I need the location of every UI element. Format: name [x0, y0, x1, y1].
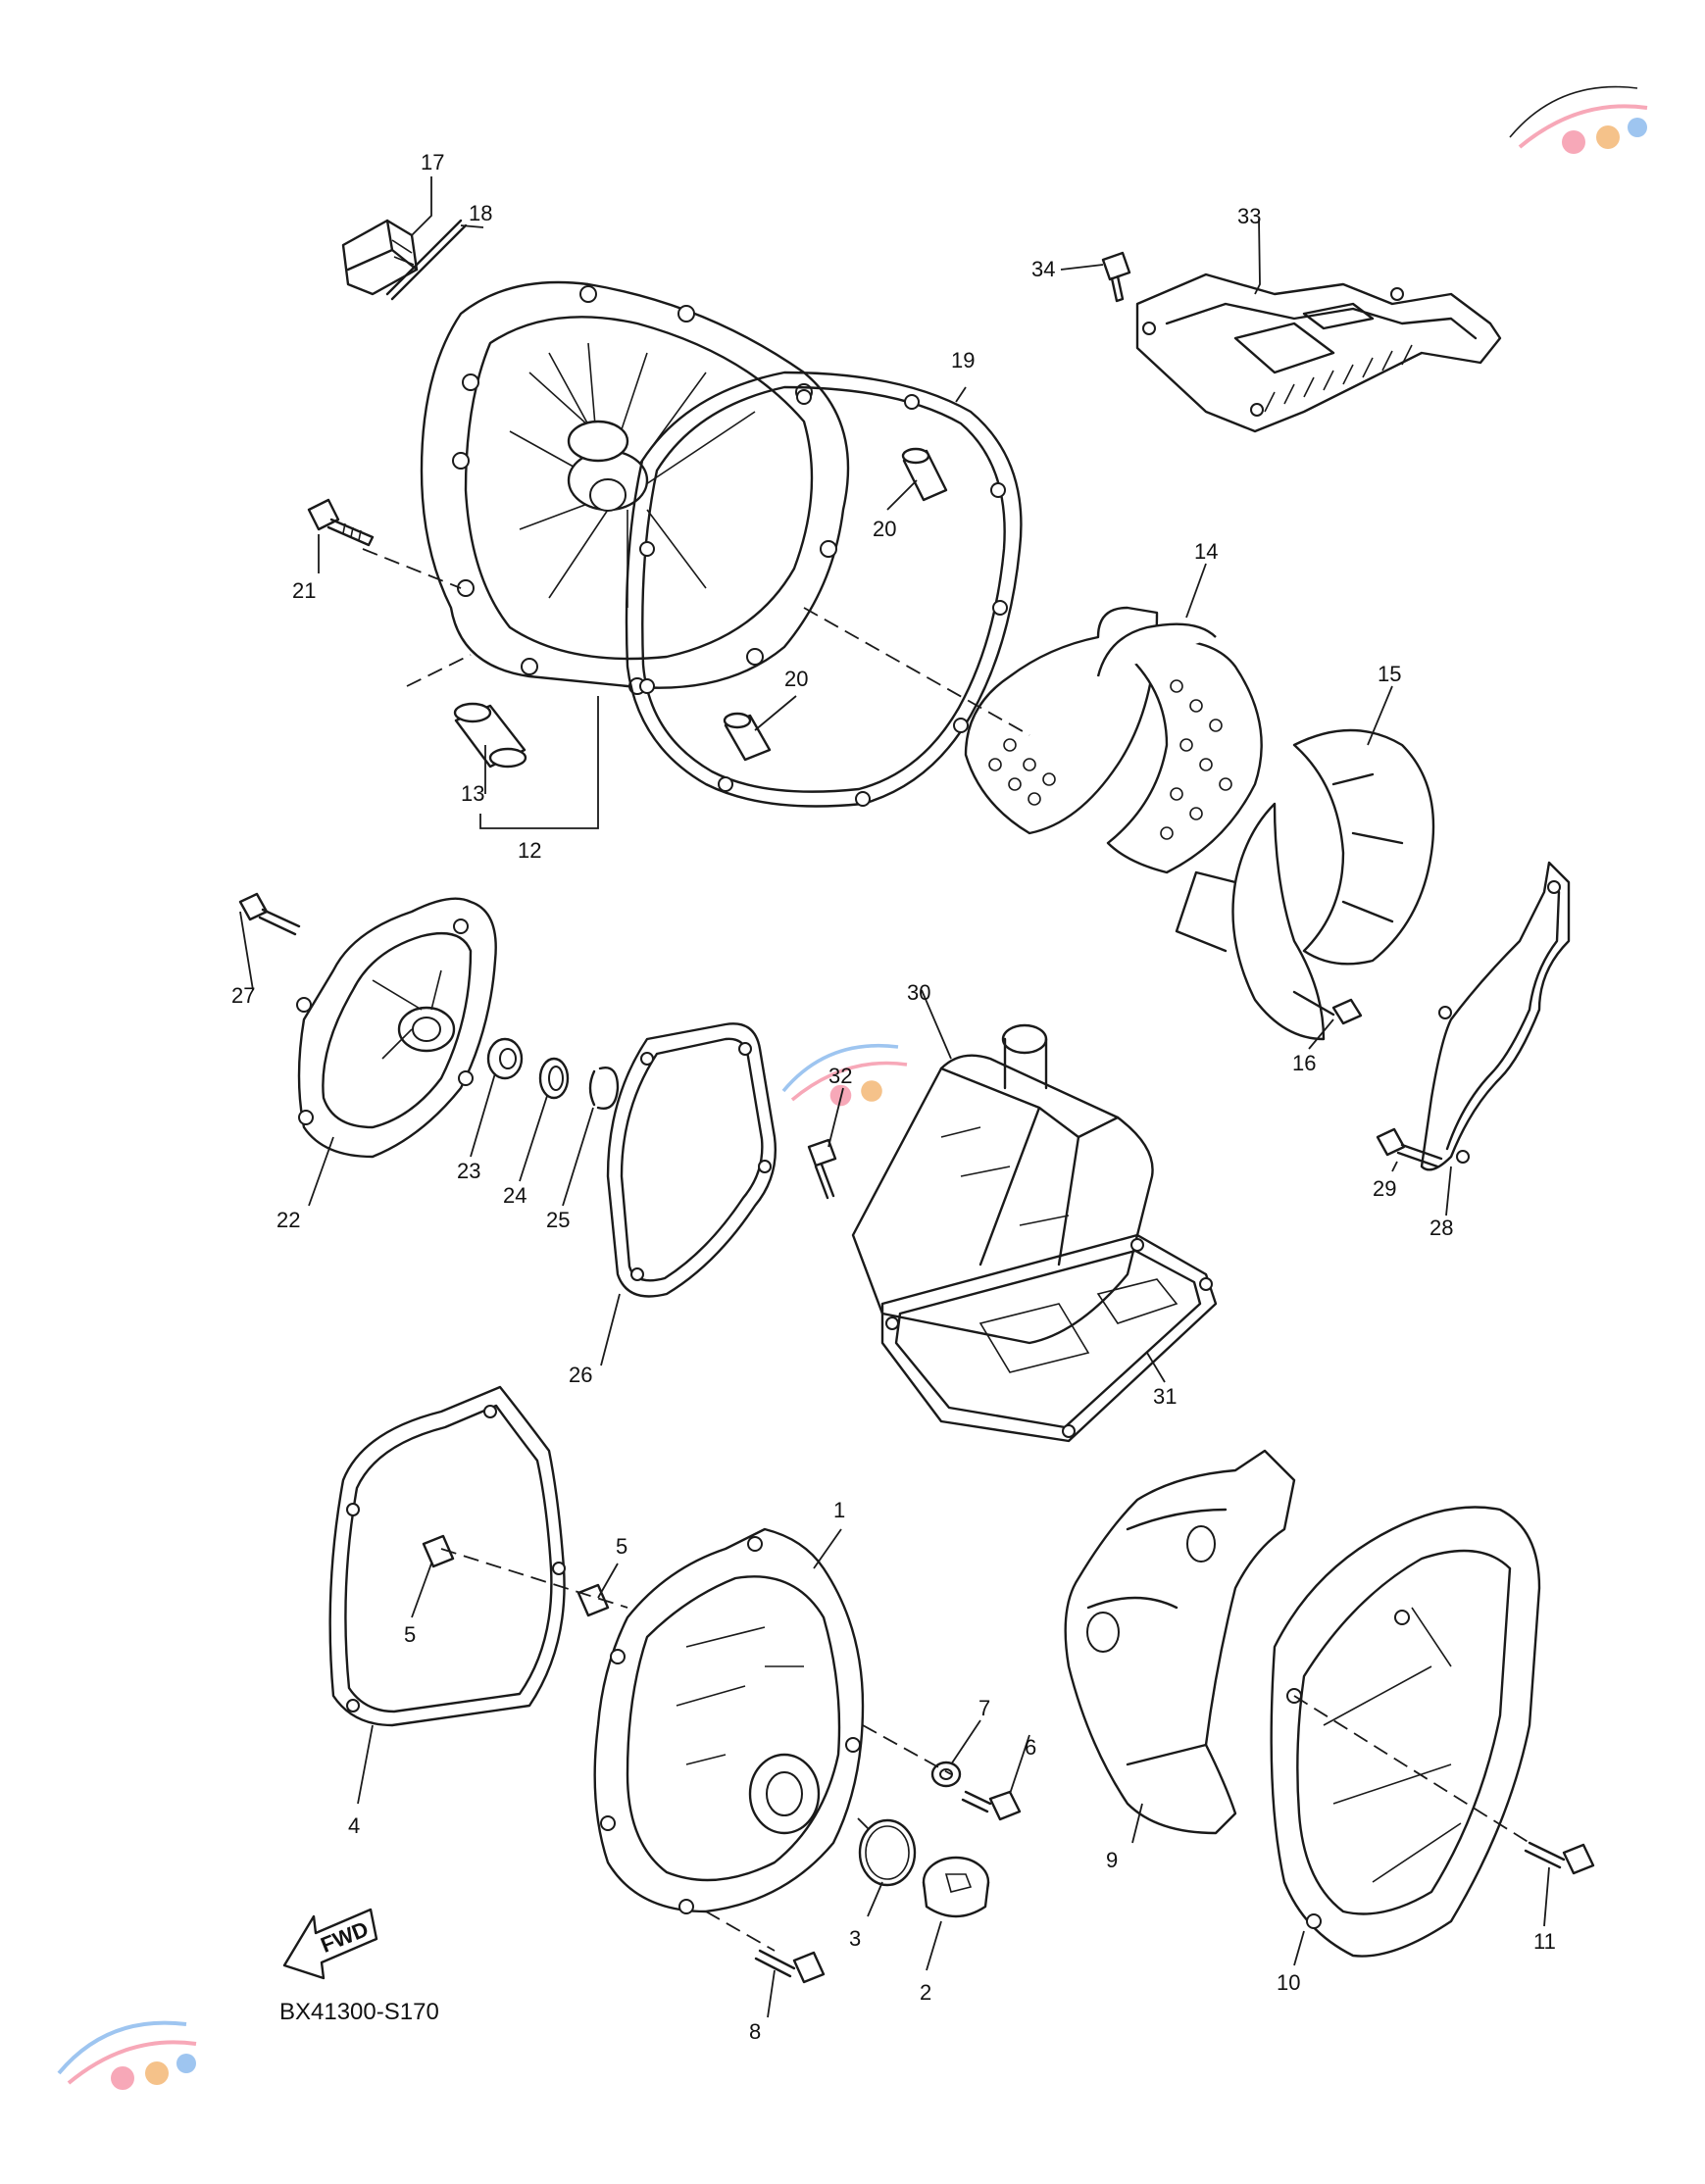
watermark-logo-icon [57, 2020, 197, 2090]
callout-34: 34 [1031, 257, 1055, 281]
callout-16: 16 [1292, 1051, 1316, 1075]
callout-15: 15 [1378, 662, 1401, 686]
callout-14: 14 [1194, 539, 1218, 564]
callout-10: 10 [1277, 1970, 1300, 1995]
part-9-guard [1064, 1449, 1296, 1835]
callout-24: 24 [503, 1183, 527, 1208]
part-10-sprocket-cover [1270, 1506, 1541, 1958]
part-34-bolt [1101, 251, 1131, 303]
callout-19: 19 [951, 348, 975, 372]
callout-3: 3 [849, 1926, 861, 1951]
part-25-circlip [588, 1067, 620, 1110]
fwd-arrow-icon: FWD [282, 1908, 378, 1980]
part-8-bolt [754, 1949, 826, 1984]
callout-7: 7 [978, 1696, 990, 1720]
part-13-dowel [453, 702, 527, 769]
callout-17: 17 [421, 150, 444, 174]
callout-20b: 20 [784, 667, 808, 691]
callout-4: 4 [348, 1813, 360, 1838]
callout-13: 13 [461, 781, 484, 806]
part-20-dowel-lower [723, 712, 772, 762]
callout-5b: 5 [404, 1622, 416, 1647]
diagram-code: BX41300-S170 [279, 1999, 439, 2025]
callout-25: 25 [546, 1208, 570, 1232]
callout-6: 6 [1025, 1735, 1036, 1760]
part-31-gasket [880, 1233, 1218, 1443]
callout-23: 23 [457, 1159, 480, 1183]
callout-1: 1 [833, 1498, 845, 1522]
part-23-seal [486, 1037, 524, 1080]
callout-2: 2 [920, 1980, 931, 2005]
callout-labels: 17 18 19 20 20 21 13 12 14 15 16 33 34 3… [231, 150, 1556, 2044]
part-33-cover-plate [1135, 273, 1502, 433]
callout-30: 30 [907, 980, 930, 1005]
callout-11: 11 [1533, 1929, 1556, 1954]
watermark-logo-icon [1509, 85, 1648, 154]
part-16-bolt [1292, 990, 1363, 1025]
part-2-plug [922, 1856, 990, 1918]
callout-31: 31 [1153, 1384, 1177, 1409]
part-24-washer [538, 1057, 570, 1100]
part-4-gasket [328, 1385, 566, 1727]
part-26-gasket [606, 1022, 777, 1298]
part-1-generator-cover [593, 1527, 865, 1914]
part-17-plug [341, 219, 419, 296]
part-12-clutch-cover [420, 280, 850, 695]
alignment-lines [362, 548, 1530, 1952]
callout-26: 26 [569, 1363, 592, 1387]
callout-33: 33 [1237, 204, 1261, 228]
part-29-bolt [1376, 1127, 1443, 1168]
callout-12: 12 [518, 838, 541, 863]
leader-lines [239, 176, 1550, 2018]
part-7-washer [930, 1761, 962, 1788]
callout-18: 18 [469, 201, 492, 225]
callout-27: 27 [231, 983, 255, 1008]
callout-28: 28 [1429, 1216, 1453, 1240]
callout-9: 9 [1106, 1848, 1118, 1872]
callout-20a: 20 [873, 517, 896, 541]
callout-5a: 5 [616, 1534, 627, 1559]
part-20-dowel-upper [901, 447, 948, 502]
callout-22: 22 [276, 1208, 300, 1232]
part-3-o-ring [858, 1818, 917, 1887]
part-5-dowel-left [422, 1534, 455, 1568]
callout-29: 29 [1373, 1176, 1396, 1201]
part-27-bolt [238, 892, 301, 936]
part-14-friction-plate [964, 606, 1263, 874]
part-28-cover [1420, 861, 1571, 1171]
callout-21: 21 [292, 578, 316, 603]
part-30-cover [851, 1023, 1154, 1345]
part-15-plain-plate [1175, 728, 1435, 1041]
part-22-pump-cover [296, 897, 497, 1159]
part-32-bolt [807, 1138, 837, 1200]
part-11-bolt [1524, 1841, 1595, 1875]
part-18-o-ring [385, 219, 468, 301]
part-19-gasket [625, 371, 1023, 808]
part-6-bolt [961, 1790, 1022, 1821]
callout-8: 8 [749, 2019, 761, 2044]
callout-32: 32 [828, 1064, 852, 1088]
part-21-bolt [307, 498, 375, 547]
